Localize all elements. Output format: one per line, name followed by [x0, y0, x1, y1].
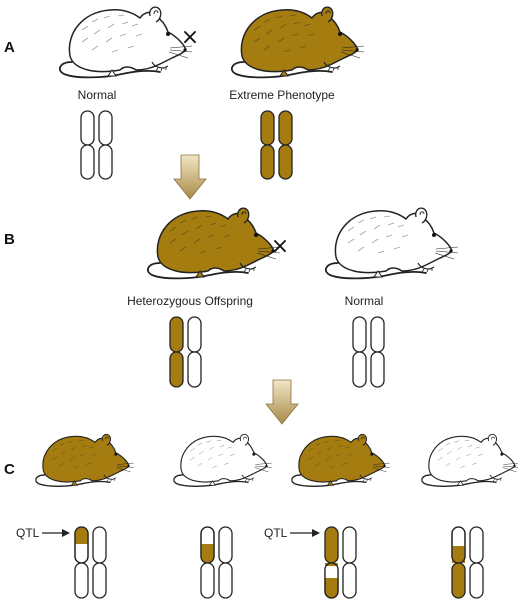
extreme-phenotype-label: Extreme Phenotype — [229, 88, 335, 102]
offspring-3-rat-icon — [291, 433, 391, 487]
cross-symbol: × — [181, 25, 199, 50]
heterozygous-offspring-rat-icon — [146, 207, 281, 280]
down-arrow-icon — [265, 379, 299, 425]
qtl-label: QTL — [264, 526, 288, 540]
qtl-arrow-icon — [42, 529, 70, 537]
offspring-4-chromosome-pair — [451, 526, 484, 599]
normal-chromosome-pair — [352, 316, 385, 388]
offspring-1-chromosome-pair — [74, 526, 107, 599]
section-a-letter: A — [4, 39, 15, 56]
qtl-label: QTL — [16, 526, 40, 540]
cross-symbol: × — [271, 234, 289, 259]
down-arrow-icon — [173, 154, 207, 200]
heterozygous-offspring-label: Heterozygous Offspring — [127, 294, 253, 308]
normal-label: Normal — [345, 294, 384, 308]
offspring-2-chromosome-pair — [200, 526, 233, 599]
offspring-2-rat-icon — [173, 433, 273, 487]
section-c-letter: C — [4, 461, 15, 478]
offspring-1-rat-icon — [35, 433, 135, 487]
normal-rat-icon — [58, 6, 193, 79]
extreme-phenotype-rat-icon — [230, 6, 365, 79]
qtl-arrow-icon — [290, 529, 320, 537]
offspring-4-rat-icon — [421, 433, 518, 487]
section-b-letter: B — [4, 231, 15, 248]
extreme-phenotype-chromosome-pair — [260, 110, 293, 180]
normal-rat-icon — [324, 207, 459, 280]
normal-chromosome-pair — [80, 110, 113, 180]
heterozygous-chromosome-pair — [169, 316, 202, 388]
offspring-3-chromosome-pair — [324, 526, 357, 599]
normal-label: Normal — [78, 88, 117, 102]
